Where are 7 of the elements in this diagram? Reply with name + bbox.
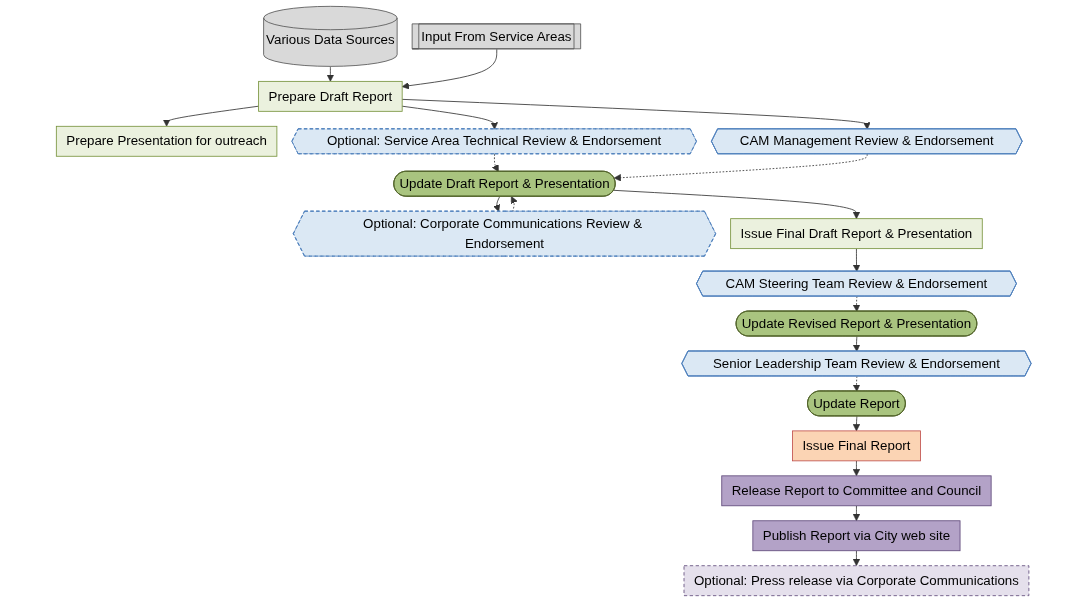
node-box: Release Report to Committee and Council xyxy=(721,475,992,507)
node-box: Issue Final Report xyxy=(792,430,922,462)
node-box: Prepare Draft Report xyxy=(258,80,403,112)
node-box: Optional: Press release via Corporate Communications xyxy=(683,565,1030,597)
node-box: Issue Final Draft Report & Presentation xyxy=(730,218,983,250)
node-box: Prepare Presentation for outreach xyxy=(56,125,278,157)
node-box: Publish Report via City web site xyxy=(752,520,961,552)
